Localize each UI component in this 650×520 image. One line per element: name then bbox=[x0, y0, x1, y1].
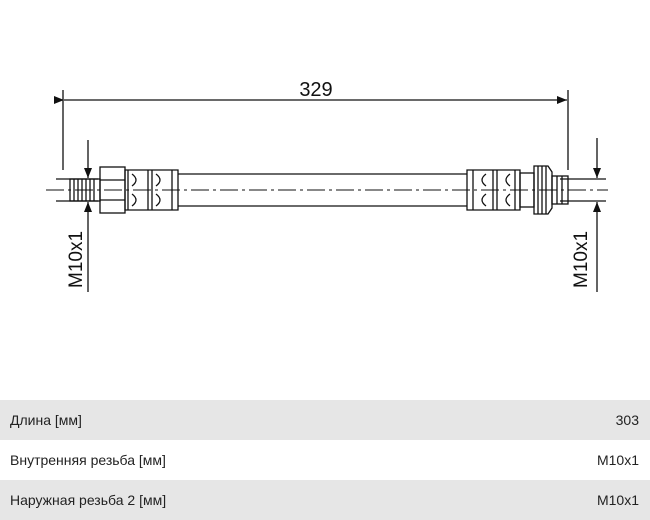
spec-value: M10x1 bbox=[596, 492, 639, 508]
hose-body bbox=[178, 173, 467, 207]
left-thread-dimension bbox=[56, 140, 98, 292]
spec-label: Наружная резьба 2 [мм] bbox=[10, 492, 167, 508]
length-dimension bbox=[54, 90, 569, 170]
right-thread-label: M10x1 bbox=[571, 231, 592, 288]
left-thread-label: M10x1 bbox=[66, 231, 87, 288]
spec-label: Внутренняя резьба [мм] bbox=[10, 452, 166, 468]
spec-row-length: Длина [мм] 303 bbox=[0, 400, 650, 440]
right-thread-dimension bbox=[560, 138, 606, 292]
spec-value: M10x1 bbox=[596, 452, 639, 468]
right-fitting bbox=[466, 165, 569, 215]
spec-row-external-thread: Наружная резьба 2 [мм] M10x1 bbox=[0, 480, 650, 520]
spec-value: 303 bbox=[615, 412, 639, 428]
length-dimension-label: 329 bbox=[299, 79, 332, 101]
brake-hose-drawing: 329 M10x1 M10x1 bbox=[46, 79, 608, 292]
specifications-table: Длина [мм] 303 Внутренняя резьба [мм] M1… bbox=[0, 400, 650, 520]
spec-label: Длина [мм] bbox=[10, 412, 82, 428]
spec-row-internal-thread: Внутренняя резьба [мм] M10x1 bbox=[0, 440, 650, 480]
left-fitting bbox=[69, 166, 179, 214]
